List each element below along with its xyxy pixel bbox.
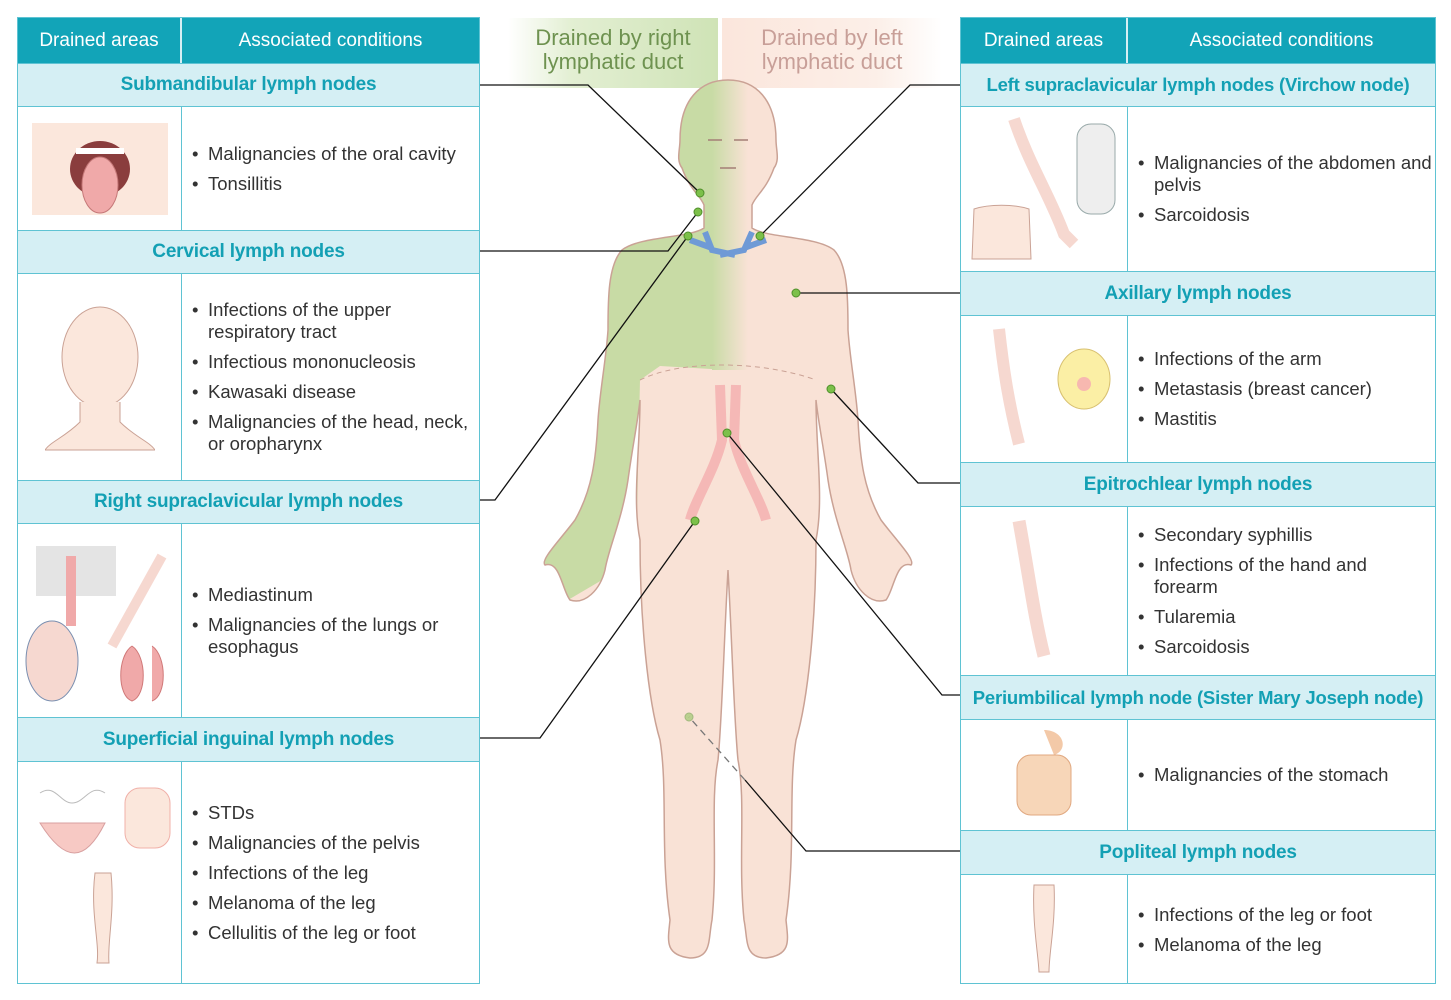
node-cervical	[693, 207, 703, 217]
condition: Infectious mononucleosis	[192, 351, 479, 373]
col-drained-areas: Drained areas	[961, 18, 1128, 63]
pelvis-leg-illustration	[18, 762, 182, 984]
condition: Infections of the hand and forearm	[1138, 554, 1435, 598]
condition: Tonsillitis	[192, 173, 479, 195]
condition: Malignancies of the pelvis	[192, 832, 479, 854]
node-right-supraclavicular	[683, 231, 693, 241]
section-title: Superficial inguinal lymph nodes	[18, 717, 479, 762]
condition: Malignancies of the lungs or esophagus	[192, 614, 479, 658]
head-illustration	[18, 274, 182, 480]
condition: Malignancies of the stomach	[1138, 764, 1435, 786]
condition: Infections of the leg or foot	[1138, 904, 1435, 926]
node-periumbilical	[722, 428, 732, 438]
condition: Infections of the leg	[192, 862, 479, 884]
col-associated-conditions: Associated conditions	[1189, 29, 1374, 51]
node-submandibular	[695, 188, 705, 198]
intestines-illustration	[961, 720, 1128, 830]
node-inguinal	[690, 516, 700, 526]
condition: Secondary syphillis	[1138, 524, 1435, 546]
section-title: Epitrochlear lymph nodes	[961, 462, 1435, 507]
left-table: Drained areas Associated conditions Subma…	[17, 17, 480, 984]
condition: Tularemia	[1138, 606, 1435, 628]
condition: Malignancies of the oral cavity	[192, 143, 479, 165]
condition: Mediastinum	[192, 584, 479, 606]
col-associated-conditions: Associated conditions	[238, 29, 423, 51]
condition: Infections of the arm	[1138, 348, 1435, 370]
condition: Malignancies of the abdomen and pelvis	[1138, 152, 1435, 196]
condition: Metastasis (breast cancer)	[1138, 378, 1435, 400]
leg-illustration	[961, 875, 1128, 984]
condition: Malignancies of the head, neck, or oroph…	[192, 411, 479, 455]
condition: Mastitis	[1138, 408, 1435, 430]
section-title: Cervical lymph nodes	[18, 230, 479, 274]
right-duct-label: Drained by right lymphatic duct	[508, 18, 718, 88]
condition: STDs	[192, 802, 479, 824]
abdomen-arm-illustration	[961, 107, 1128, 271]
node-axillary	[791, 288, 801, 298]
section-title: Submandibular lymph nodes	[18, 63, 479, 107]
condition: Kawasaki disease	[192, 381, 479, 403]
condition: Sarcoidosis	[1138, 204, 1435, 226]
left-duct-label: Drained by left lymphatic duct	[722, 18, 942, 88]
section-title: Periumbilical lymph node (Sister Mary Jo…	[961, 675, 1435, 720]
condition: Melanoma of the leg	[1138, 934, 1435, 956]
condition: Cellulitis of the leg or foot	[192, 922, 479, 944]
arm-illustration	[961, 507, 1128, 675]
condition: Sarcoidosis	[1138, 636, 1435, 658]
condition: Infections of the upper respiratory trac…	[192, 299, 479, 343]
node-epitrochlear	[826, 384, 836, 394]
section-title: Popliteal lymph nodes	[961, 830, 1435, 875]
condition: Melanoma of the leg	[192, 892, 479, 914]
section-title: Axillary lymph nodes	[961, 271, 1435, 316]
right-table: Drained areas Associated conditions Left …	[960, 17, 1436, 984]
node-left-supraclavicular	[755, 231, 765, 241]
col-drained-areas: Drained areas	[18, 18, 182, 63]
mouth-illustration	[18, 107, 182, 230]
node-popliteal	[684, 712, 694, 722]
section-title: Left supraclavicular lymph nodes (Vircho…	[961, 63, 1435, 107]
arm-breast-illustration	[961, 316, 1128, 462]
chest-lungs-illustration	[18, 524, 182, 717]
section-title: Right supraclavicular lymph nodes	[18, 480, 479, 524]
